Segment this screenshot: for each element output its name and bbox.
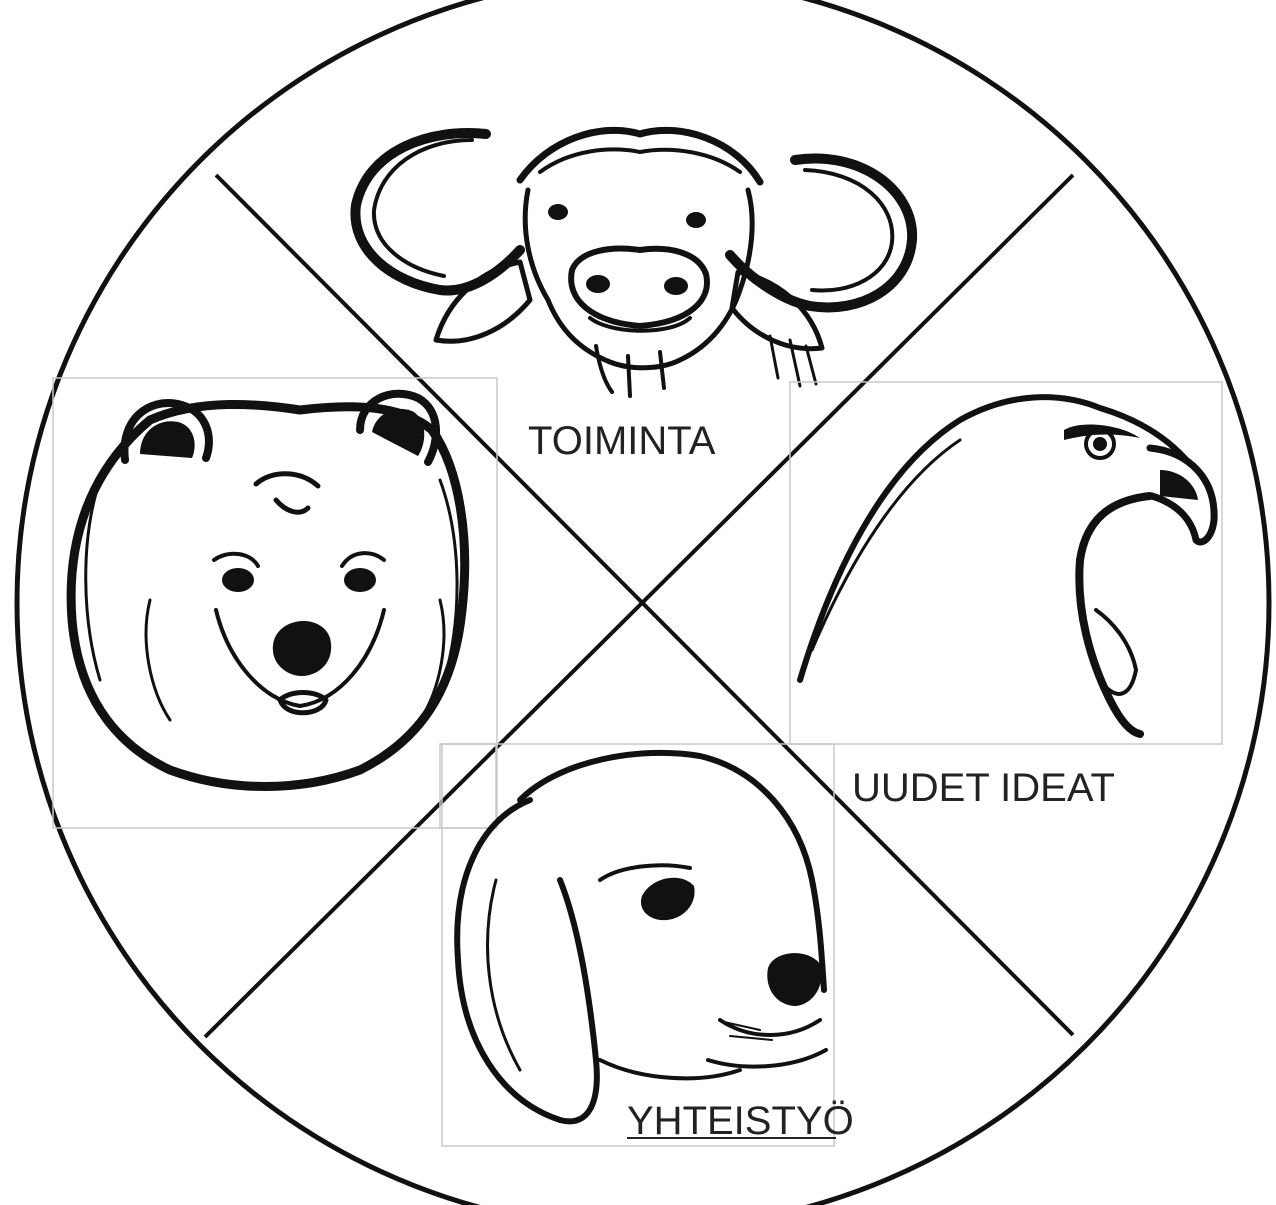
bear-icon <box>53 378 497 828</box>
label-yhteistyo: YHTEISTYÖ <box>627 1099 854 1143</box>
divider-line-ne-sw <box>205 175 1073 1037</box>
label-toiminta: TOIMINTA <box>528 419 716 463</box>
eagle-icon <box>790 382 1222 744</box>
buffalo-icon <box>355 130 912 396</box>
dog-icon <box>440 744 834 1146</box>
label-uudet-ideat: UUDET IDEAT <box>852 766 1115 810</box>
